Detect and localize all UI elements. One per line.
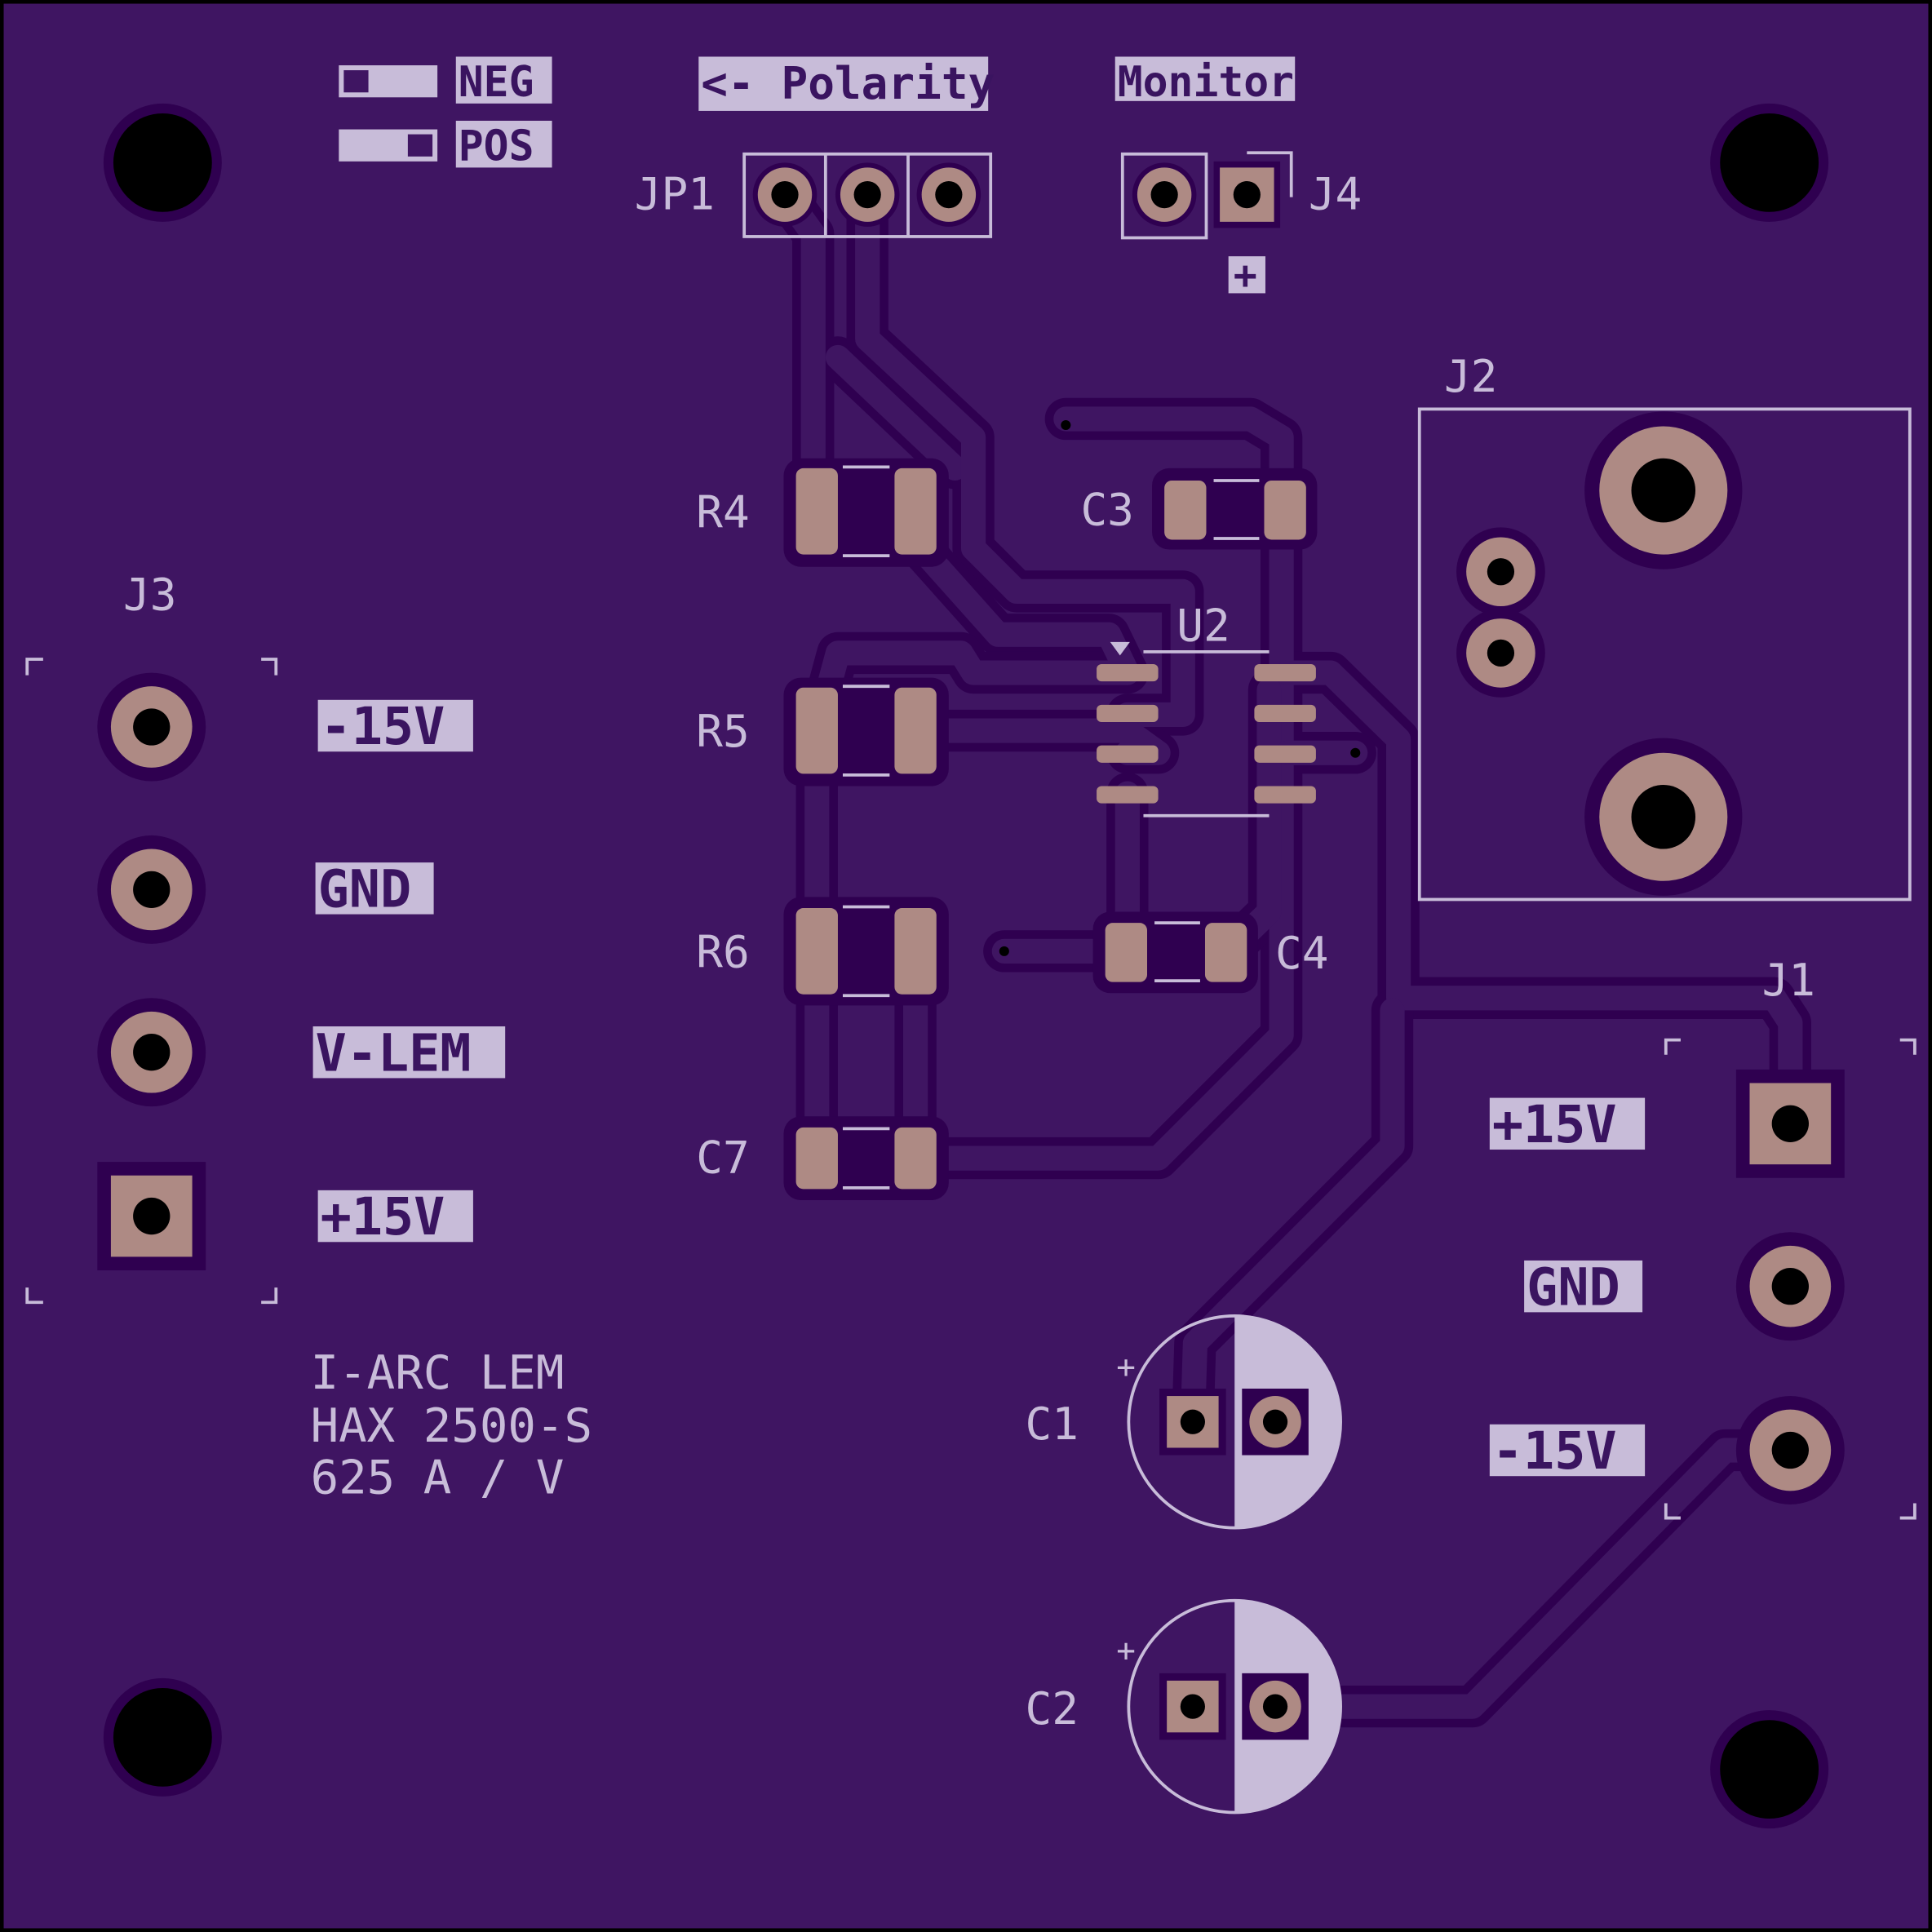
monitor-label: Monitor <box>1118 58 1294 107</box>
svg-text:-15V: -15V <box>1492 1420 1617 1481</box>
polarity-legend: NEG POS <- Polarity Monitor + <box>339 56 1296 298</box>
polarity-title: <- Polarity <box>701 58 995 109</box>
svg-text:U2: U2 <box>1176 600 1230 651</box>
passives: R4 R5 R6 C7 C3 <box>696 458 1329 1200</box>
jp1-jumper: JP1 <box>635 152 993 238</box>
svg-text:JP1: JP1 <box>635 169 715 220</box>
j2-sensor-connector: J2 <box>1417 351 1912 902</box>
svg-text:J2: J2 <box>1444 351 1497 402</box>
svg-text:HAX 2500-S: HAX 2500-S <box>311 1398 592 1453</box>
r4: R4 <box>696 458 949 567</box>
pos-label: POS <box>459 122 534 171</box>
svg-text:R6: R6 <box>696 927 749 978</box>
monitor-plus: + <box>1234 252 1257 298</box>
svg-text:R4: R4 <box>696 486 749 538</box>
c7: C7 <box>696 1116 949 1200</box>
svg-text:GND: GND <box>318 859 412 919</box>
svg-text:J1: J1 <box>1762 955 1815 1006</box>
j3-connector: J3 -15V GND V-LEM +15V <box>25 569 506 1305</box>
c3: C3 <box>1080 467 1318 550</box>
svg-text:V-LEM: V-LEM <box>316 1022 472 1083</box>
svg-text:+: + <box>1116 1349 1136 1385</box>
board-notes: I-ARC LEM HAX 2500-S 625 A / V <box>311 1345 592 1504</box>
svg-text:-15V: -15V <box>321 696 445 756</box>
neg-label: NEG <box>459 58 534 107</box>
c1-capacitor: C1 + <box>1025 1314 1342 1530</box>
mounting-holes <box>103 103 1829 1829</box>
svg-text:625 A / V: 625 A / V <box>311 1450 565 1504</box>
svg-text:C7: C7 <box>696 1132 749 1184</box>
c4: C4 <box>1092 911 1329 994</box>
svg-text:+: + <box>1116 1633 1136 1669</box>
svg-text:C1: C1 <box>1025 1398 1078 1450</box>
svg-text:R5: R5 <box>696 706 749 757</box>
svg-text:+15V: +15V <box>321 1186 445 1247</box>
u2-ic: U2 <box>1097 600 1316 818</box>
j1-connector: J1 +15V GND -15V <box>1489 955 1916 1520</box>
j4-connector: J4 <box>1120 151 1362 240</box>
c2-capacitor: C2 + <box>1025 1598 1342 1815</box>
svg-text:C2: C2 <box>1025 1683 1078 1735</box>
svg-text:J4: J4 <box>1309 169 1362 220</box>
svg-text:GND: GND <box>1527 1256 1620 1317</box>
svg-text:C4: C4 <box>1275 928 1328 979</box>
svg-text:+15V: +15V <box>1492 1094 1617 1154</box>
svg-text:I-ARC LEM: I-ARC LEM <box>311 1345 565 1400</box>
r5: R5 <box>696 677 949 787</box>
r6: R6 <box>696 897 949 1006</box>
svg-text:C3: C3 <box>1080 484 1133 535</box>
svg-text:J3: J3 <box>123 569 176 621</box>
